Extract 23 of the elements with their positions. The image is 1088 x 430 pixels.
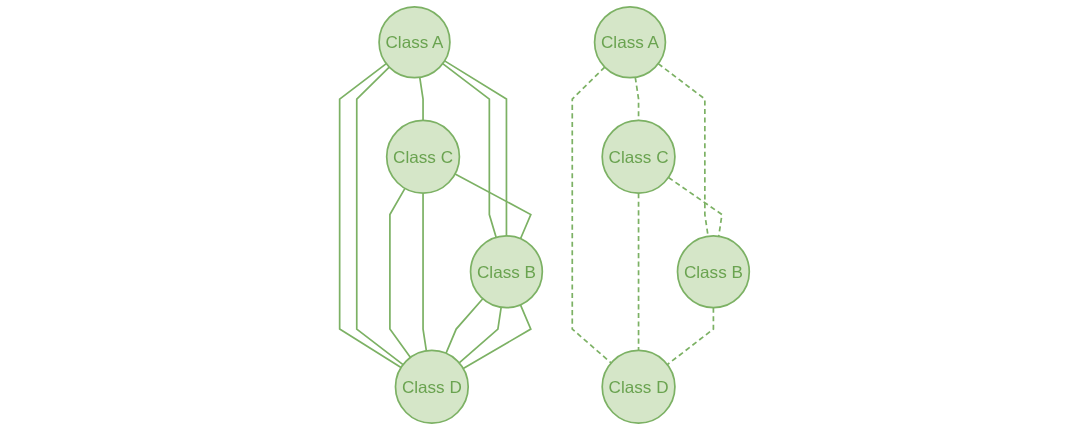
connector <box>443 60 507 237</box>
connector <box>441 62 497 239</box>
connector <box>461 303 532 370</box>
node-circle: Class D <box>600 349 676 424</box>
connector <box>570 66 612 364</box>
connector <box>338 62 402 369</box>
connector <box>421 192 427 352</box>
connector <box>444 297 484 355</box>
connector <box>355 66 404 366</box>
node-circle: Class A <box>377 6 451 79</box>
connector <box>457 306 502 364</box>
connector <box>666 306 714 366</box>
connector <box>418 76 424 122</box>
connector <box>453 173 532 240</box>
connector <box>637 192 639 352</box>
node-circle: Class C <box>600 119 676 194</box>
node-circle: Class C <box>385 119 460 194</box>
connector <box>388 187 411 359</box>
node-circle: Class B <box>469 235 543 309</box>
node-circle: Class B <box>676 235 750 309</box>
connector <box>667 176 723 238</box>
node-circle: Class D <box>394 349 469 424</box>
node-circle: Class A <box>593 6 666 79</box>
